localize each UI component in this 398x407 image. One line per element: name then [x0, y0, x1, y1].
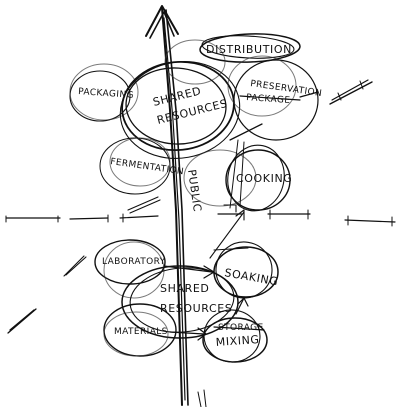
- label-shared-resources-bottom-1: SHARED: [160, 282, 209, 295]
- horizontal-dashed-axis: [6, 210, 395, 226]
- label-preservation-package: PACKAGE: [246, 93, 291, 106]
- label-materials: MATERIALS: [114, 327, 168, 337]
- label-distribution: DISTRIBUTION: [206, 43, 292, 56]
- label-packaging: PACKAGING: [78, 87, 134, 101]
- label-cooking: COOKING: [236, 172, 292, 185]
- label-shared-resources-bottom-2: RESOURCES: [160, 302, 232, 315]
- label-laboratory: LABORATORY: [102, 257, 166, 267]
- label-mixing: MIXING: [215, 333, 260, 349]
